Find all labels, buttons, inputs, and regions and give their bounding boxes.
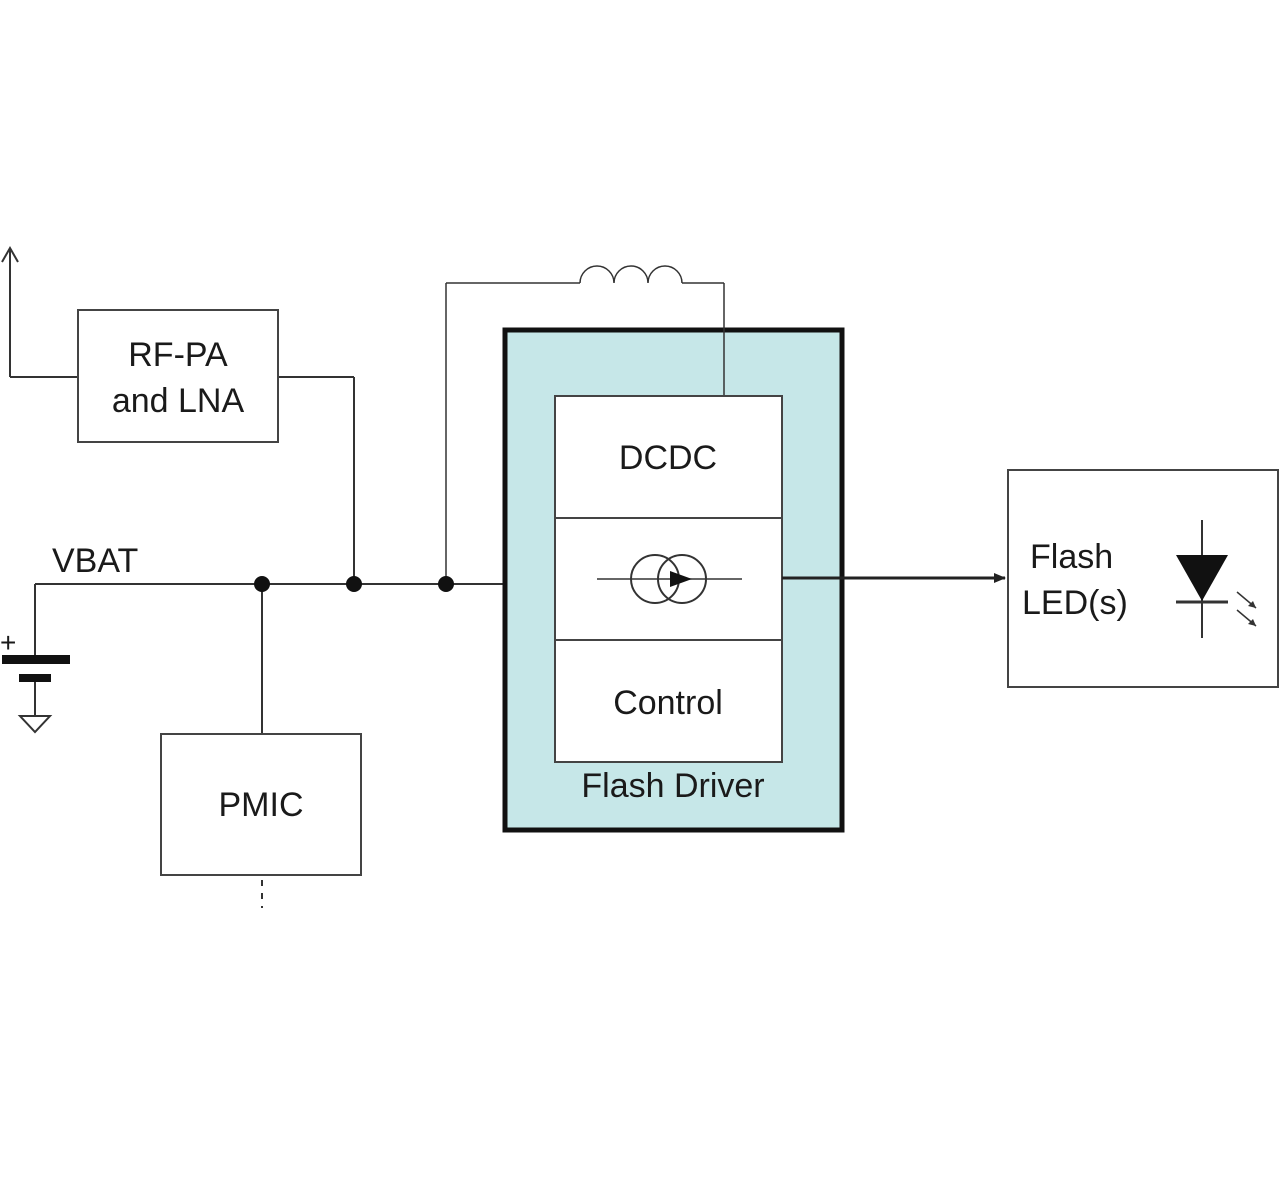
- dcdc-label: DCDC: [619, 439, 717, 477]
- control-label: Control: [613, 684, 723, 722]
- battery-icon: [2, 584, 70, 716]
- vbat-label: VBAT: [52, 542, 138, 580]
- flash-led-label-line1: Flash: [1030, 538, 1113, 576]
- led-diode-icon: [1176, 520, 1257, 638]
- junction-dot-pmic: [254, 576, 270, 592]
- ground-icon: [17, 715, 53, 734]
- junction-dot-inductor: [438, 576, 454, 592]
- flash-led-label-line2: LED(s): [1022, 584, 1128, 622]
- pmic-box: [160, 733, 362, 876]
- junction-dot-rfpa: [346, 576, 362, 592]
- rfpa-lna-box: [77, 309, 279, 443]
- inductor-icon: [579, 265, 683, 284]
- flash-led-box: [1007, 469, 1279, 688]
- antenna-icon: [1, 245, 78, 378]
- current-source-icon: [597, 554, 742, 604]
- rfpa-label-line1: RF-PA: [128, 336, 228, 374]
- battery-plus-sign: +: [0, 627, 16, 658]
- pmic-label: PMIC: [219, 786, 304, 824]
- control-box: [554, 639, 783, 763]
- flash-driver-label: Flash Driver: [581, 767, 764, 805]
- rfpa-label-line2: and LNA: [112, 382, 245, 420]
